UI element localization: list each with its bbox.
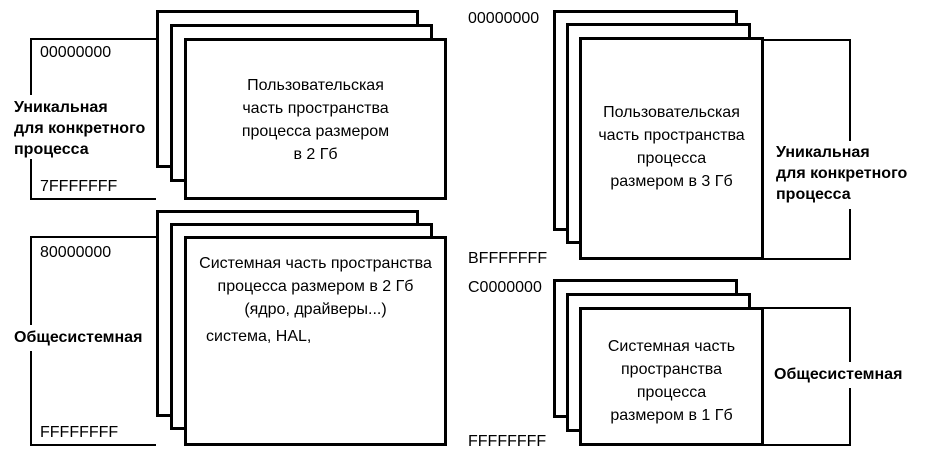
left-user-text-line-1: Пользовательская xyxy=(247,77,384,94)
left-user-label-line-2: для конкретного xyxy=(14,120,146,137)
right-user-addr-start: 00000000 xyxy=(468,10,540,27)
left-system-label-line-1: Общесистемная xyxy=(14,329,143,346)
left-system-text-line-2: процесса размером в 2 Гб xyxy=(217,278,414,295)
right-user-label-line-3: процесса xyxy=(776,186,851,203)
left-system-text-line-1: Системная часть пространства xyxy=(199,255,432,272)
left-user-text-line-2: часть пространства xyxy=(242,100,389,117)
right-system-text-line-4: размером в 1 Гб xyxy=(610,407,733,424)
right-system-bracket-gap xyxy=(846,362,856,388)
right-user-text-line-4: размером в 3 Гб xyxy=(610,173,733,190)
left-system-text-line-3: (ядро, драйверы...) xyxy=(244,301,387,318)
left-system-addr-start: 80000000 xyxy=(40,244,112,261)
right-system-addr-start: C0000000 xyxy=(468,279,542,296)
right-user-text-line-3: процесса xyxy=(636,150,707,167)
left-system-page-front xyxy=(184,236,447,446)
left-user-text-line-4: в 2 Гб xyxy=(293,146,338,163)
right-system-text-line-1: Системная часть xyxy=(607,338,736,355)
right-system-label: Общесистемная xyxy=(774,364,902,385)
left-system-addr-end: FFFFFFFF xyxy=(40,424,119,441)
left-system-text-extra: система, HAL, xyxy=(206,328,312,345)
left-user-page-front xyxy=(184,38,447,200)
right-system-label-line-1: Общесистемная xyxy=(774,366,903,383)
left-user-text-line-3: процесса размером xyxy=(241,123,390,140)
right-user-bracket-gap xyxy=(846,141,856,209)
left-system-page-text: Системная часть пространства процесса ра… xyxy=(184,252,447,321)
right-system-addr-end: FFFFFFFF xyxy=(468,433,547,450)
right-user-label: Уникальная для конкретного процесса xyxy=(776,142,907,205)
left-user-addr-end: 7FFFFFFF xyxy=(40,178,118,195)
left-system-bracket-gap xyxy=(24,325,34,351)
right-system-page-text: Системная часть пространства процесса ра… xyxy=(579,335,764,427)
right-system-text-line-3: процесса xyxy=(636,384,707,401)
right-user-label-line-1: Уникальная xyxy=(776,144,870,161)
right-system-text-line-2: пространства xyxy=(621,361,722,378)
left-system-label: Общесистемная xyxy=(14,327,142,348)
left-user-addr-start: 00000000 xyxy=(40,44,112,61)
right-user-page-front xyxy=(579,37,764,260)
left-user-label: Уникальная для конкретного процесса xyxy=(14,97,145,160)
left-user-page-text: Пользовательская часть пространства проц… xyxy=(184,74,447,166)
left-user-label-line-3: процесса xyxy=(14,141,89,158)
right-user-label-line-2: для конкретного xyxy=(776,165,908,182)
right-user-addr-end: BFFFFFFF xyxy=(468,250,548,267)
right-user-text-line-1: Пользовательская xyxy=(603,104,740,121)
right-system-page-front xyxy=(579,307,764,446)
right-user-page-text: Пользовательская часть пространства проц… xyxy=(579,101,764,193)
right-user-text-line-2: часть пространства xyxy=(598,127,745,144)
left-user-bracket-gap xyxy=(24,95,34,159)
left-user-label-line-1: Уникальная xyxy=(14,99,108,116)
